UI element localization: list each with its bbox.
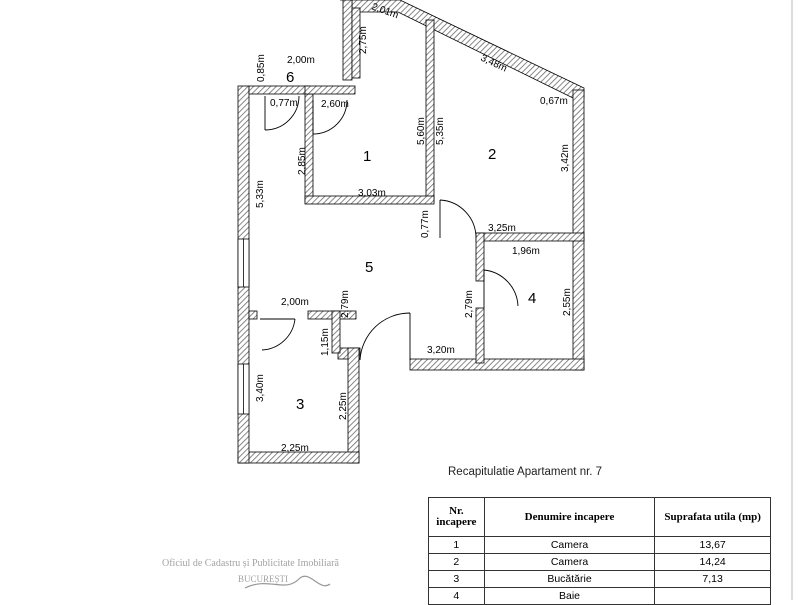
stamp-line2: BUCUREȘTI — [238, 574, 288, 584]
dim-5-35: 5,35m — [435, 117, 446, 145]
recap-header-row: Nr. incapere Denumire incapere Suprafata… — [428, 497, 771, 537]
room-6-label: 6 — [286, 69, 294, 86]
dim-3-03: 3,03m — [358, 188, 386, 199]
dim-2-85: 2,85m — [297, 147, 308, 175]
stamp-line1: Oficiul de Cadastru și Publicitate Imobi… — [162, 558, 339, 569]
dim-2-25-v: 2,25m — [338, 392, 349, 420]
room-numbers: 1 2 3 4 5 6 — [286, 69, 536, 413]
table-row: 4 Baie — [428, 587, 771, 605]
row-name: Bucătărie — [483, 570, 656, 588]
dim-0-77-mid: 0,77m — [420, 210, 431, 238]
row-area: 7,13 — [654, 570, 771, 588]
header-name: Denumire incapere — [483, 497, 656, 537]
row-nr: 1 — [428, 536, 485, 554]
row-nr: 3 — [428, 570, 485, 588]
dim-2-00-bottom: 2,00m — [281, 297, 309, 308]
dim-2-55: 2,55m — [562, 288, 573, 316]
room-1-label: 1 — [363, 148, 371, 165]
row-name: Camera — [483, 553, 656, 571]
dim-3-42: 3,42m — [560, 144, 571, 172]
dim-2-60: 2,60m — [321, 99, 349, 110]
dim-2-79-b: 2,79m — [464, 290, 475, 318]
windows — [237, 238, 250, 415]
dim-1-15: 1,15m — [320, 328, 331, 356]
dim-0-85: 0,85m — [256, 54, 267, 82]
row-name: Camera — [483, 536, 656, 554]
row-area: 14,24 — [654, 553, 771, 571]
room-5-label: 5 — [365, 259, 373, 276]
room-2-label: 2 — [488, 146, 496, 163]
table-row: 3 Bucătărie 7,13 — [428, 570, 771, 588]
official-stamp: Oficiul de Cadastru și Publicitate Imobi… — [162, 558, 339, 589]
row-name: Baie — [483, 587, 656, 605]
dim-0-77-top: 0,77m — [270, 98, 298, 109]
dim-0-67: 0,67m — [540, 96, 568, 107]
row-area — [654, 587, 771, 605]
dim-5-33: 5,33m — [255, 180, 266, 208]
dim-5-60: 5,60m — [416, 117, 427, 145]
dim-2-79-a: 2,79m — [340, 290, 351, 318]
dim-2-00-top: 2,00m — [287, 55, 315, 66]
dim-1-96: 1,96m — [512, 246, 540, 257]
dim-3-40: 3,40m — [255, 374, 266, 402]
recap-title: Recapitulatie Apartament nr. 7 — [448, 466, 603, 478]
table-row: 2 Camera 14,24 — [428, 553, 771, 571]
dim-3-25: 3,25m — [488, 223, 516, 234]
header-area: Suprafata utila (mp) — [654, 497, 771, 537]
signature-mark — [244, 575, 331, 589]
table-row: 1 Camera 13,67 — [428, 536, 771, 554]
room-3-label: 3 — [296, 396, 304, 413]
header-nr: Nr. incapere — [428, 497, 485, 537]
doors — [260, 95, 519, 361]
recap-table: Nr. incapere Denumire incapere Suprafata… — [428, 497, 771, 605]
dim-2-25-h: 2,25m — [281, 443, 309, 454]
row-nr: 4 — [428, 587, 485, 605]
row-nr: 2 — [428, 553, 485, 571]
dim-3-20: 3,20m — [427, 345, 455, 356]
row-area: 13,67 — [654, 536, 771, 554]
dim-2-75: 2,75m — [358, 26, 369, 54]
room-4-label: 4 — [528, 290, 536, 307]
